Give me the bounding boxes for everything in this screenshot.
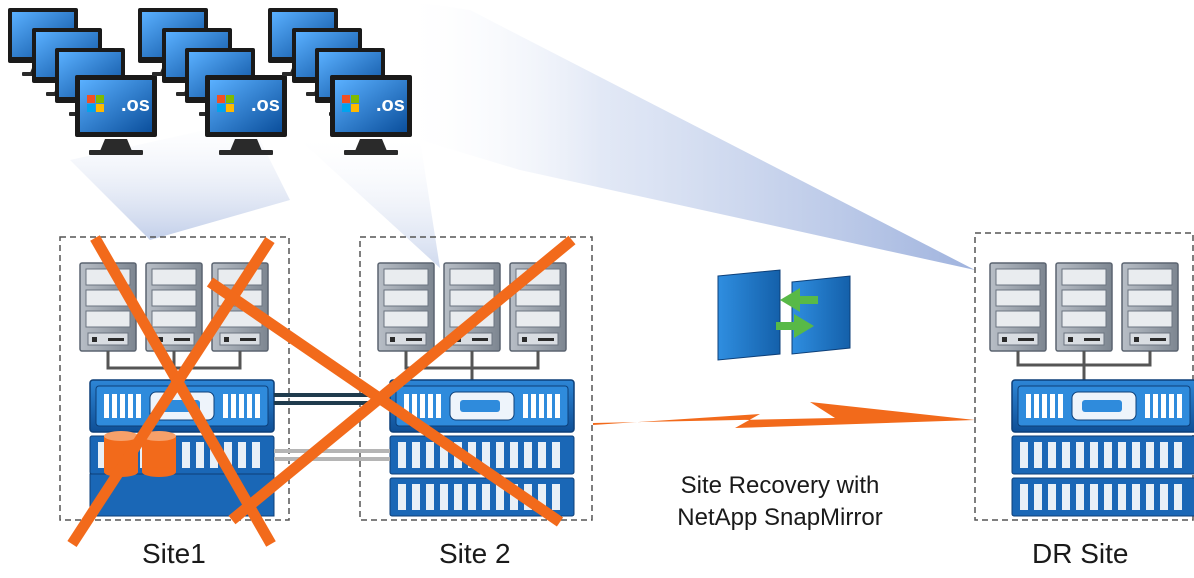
replication-caption: Site Recovery with NetApp SnapMirror: [640, 470, 920, 534]
server-rack-icon: [79, 262, 137, 352]
windows-logo-icon: .os: [376, 94, 405, 116]
caption-line-1: Site Recovery with: [680, 472, 880, 499]
site2-label: Site 2: [439, 538, 511, 569]
lightning-link-icon: [593, 402, 975, 428]
dr-site-label: DR Site: [1032, 538, 1129, 569]
site2-boundary: [359, 236, 593, 521]
site1-boundary: [59, 236, 290, 521]
storage-array-icon: [1011, 379, 1194, 517]
site1-label: Site1: [142, 538, 206, 569]
dr-site-equipment: [989, 262, 1194, 517]
site2-equipment: [377, 262, 575, 517]
caption-line-2: NetApp SnapMirror: [677, 504, 883, 531]
windows-logo-icon: .os: [121, 94, 150, 116]
server-rack-icon: [989, 262, 1047, 352]
storage-array-icon: [389, 379, 575, 517]
windows-logo-icon: .os: [251, 94, 280, 116]
server-rack-icon: [377, 262, 435, 352]
server-rack-icon: [1121, 262, 1179, 352]
desktop-group-1: [8, 8, 157, 155]
server-rack-icon: [509, 262, 567, 352]
server-rack-icon: [1055, 262, 1113, 352]
desktop-group-2: [138, 8, 287, 155]
failure-x-icon: [206, 235, 576, 527]
failure-x-icon: [67, 235, 276, 548]
desktop-group-3: [268, 8, 412, 155]
replication-icon: [717, 269, 851, 361]
desktop-fleet: .os .os .os: [8, 8, 412, 155]
dr-site-boundary: [974, 232, 1194, 521]
